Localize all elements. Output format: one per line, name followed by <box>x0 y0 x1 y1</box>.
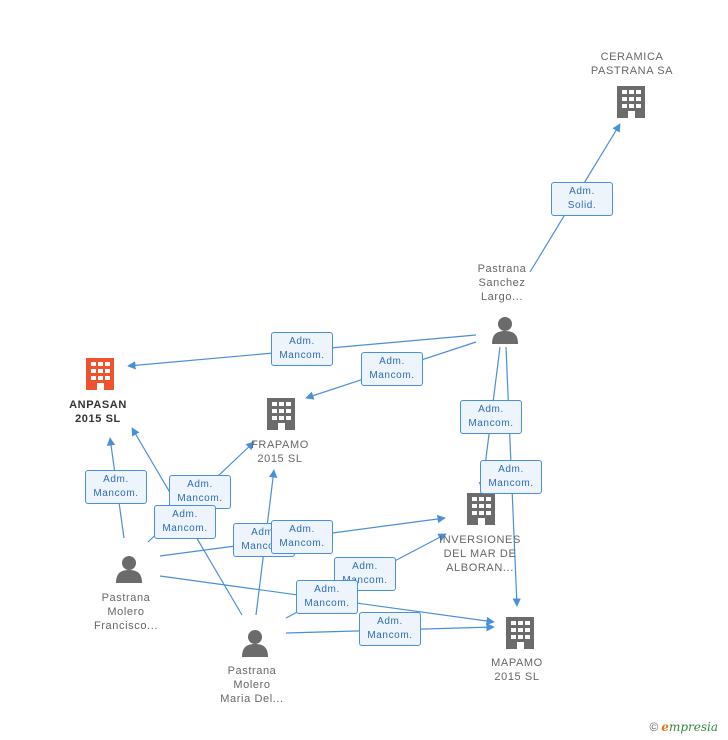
brand-name: mpresia <box>668 720 718 734</box>
node-label-line: ANPASAN <box>69 399 127 411</box>
edge-label-line: Mancom. <box>367 630 413 641</box>
node-label-line: Pastrana <box>477 263 527 275</box>
node-label-line: Maria Del... <box>220 693 284 705</box>
node-label-line: 2015 SL <box>257 453 303 465</box>
edge-label-line: Mancom. <box>241 541 287 552</box>
edge-label-line: Adm. <box>478 404 504 415</box>
pastrana-molero-maria-person-icon[interactable] <box>242 630 268 657</box>
anpasan-building-icon[interactable] <box>86 358 114 390</box>
node-label-line: Francisco... <box>93 620 159 632</box>
node-label-line: PASTRANA SA <box>590 65 674 77</box>
edge-label-line: Adm. <box>377 616 403 627</box>
edge-label-line: Adm. <box>251 527 277 538</box>
node-label-line: 2015 SL <box>75 413 121 425</box>
edge-label-line: Mancom. <box>342 575 388 586</box>
edge-label-sanchez-inversiones: Adm. Mancom. <box>460 400 522 434</box>
edge-label-line: Adm. <box>379 356 405 367</box>
pastrana-sanchez-person-icon[interactable] <box>492 317 518 344</box>
empresia-credit[interactable]: ©empresia <box>649 720 718 734</box>
edge-label-line: Mancom. <box>488 478 534 489</box>
edge-label-line: Adm. <box>289 336 315 347</box>
node-label-line: Pastrana <box>227 665 277 677</box>
edge-label-line: Mancom. <box>279 538 325 549</box>
edge-label-maria-mapamo: Adm. Mancom. <box>359 612 421 646</box>
edge-label-francisco-inversiones: Adm. Mancom. <box>271 520 333 554</box>
inversiones-building-icon[interactable] <box>467 493 495 525</box>
edge-label-line: Adm. <box>187 479 213 490</box>
edge-label-line: Mancom. <box>162 523 208 534</box>
edge-label-line: Adm. <box>289 524 315 535</box>
brand-initial: e <box>661 720 669 734</box>
edge-label-sanchez-mapamo: Adm. Mancom. <box>480 460 542 494</box>
edge-label-maria-anpasan: Adm. Mancom. <box>154 505 216 539</box>
edge-label-sanchez-ceramica: Adm. Solid. <box>551 182 613 216</box>
edge-label-line: Adm. <box>569 186 595 197</box>
node-label-ceramica[interactable]: CERAMICA PASTRANA SA <box>572 50 692 78</box>
edge-label-line: Mancom. <box>369 370 415 381</box>
edge-label-line: Mancom. <box>304 598 350 609</box>
edge-label-line: Mancom. <box>468 418 514 429</box>
node-label-pastrana-molero-maria[interactable]: Pastrana Molero Maria Del... <box>202 664 302 706</box>
mapamo-building-icon[interactable] <box>506 617 534 649</box>
node-label-line: Molero <box>107 606 145 618</box>
node-label-line: INVERSIONES <box>439 534 521 546</box>
copyright-icon: © <box>649 720 659 734</box>
node-label-inversiones[interactable]: INVERSIONES DEL MAR DE ALBORAN... <box>430 533 530 575</box>
edge-label-line: Adm. <box>498 464 524 475</box>
node-label-line: CERAMICA <box>600 51 664 63</box>
node-label-line: Largo... <box>480 291 524 303</box>
node-label-mapamo[interactable]: MAPAMO 2015 SL <box>467 656 567 684</box>
node-label-line: MAPAMO <box>491 657 543 669</box>
edge-label-sanchez-frapamo: Adm. Mancom. <box>361 352 423 386</box>
edge-label-line: Mancom. <box>177 493 223 504</box>
node-label-pastrana-sanchez[interactable]: Pastrana Sanchez Largo... <box>452 262 552 304</box>
edge-label-line: Adm. <box>172 509 198 520</box>
node-label-line: Molero <box>233 679 271 691</box>
node-label-line: DEL MAR DE <box>443 548 517 560</box>
node-label-line: Pastrana <box>101 592 151 604</box>
edge-label-line: Solid. <box>567 200 597 211</box>
node-label-line: 2015 SL <box>494 671 540 683</box>
edge-label-line: Adm. <box>103 474 129 485</box>
node-label-line: FRAPAMO <box>251 439 309 451</box>
node-label-pastrana-molero-francisco[interactable]: Pastrana Molero Francisco... <box>76 591 176 633</box>
node-label-line: ALBORAN... <box>446 562 514 574</box>
node-label-anpasan[interactable]: ANPASAN 2015 SL <box>48 398 148 426</box>
frapamo-building-icon[interactable] <box>267 398 295 430</box>
edge-label-francisco-anpasan: Adm. Mancom. <box>85 470 147 504</box>
ceramica-building-icon[interactable] <box>617 86 645 118</box>
node-label-line: Sanchez <box>478 277 526 289</box>
edge-label-line: Adm. <box>352 561 378 572</box>
edge-label-line: Mancom. <box>279 350 325 361</box>
edge-label-francisco-frapamo: Adm. Mancom. <box>169 475 231 509</box>
pastrana-molero-francisco-person-icon[interactable] <box>116 556 142 583</box>
edge-label-sanchez-anpasan: Adm. Mancom. <box>271 332 333 366</box>
edge-label-line: Adm. <box>314 584 340 595</box>
edge-label-line: Mancom. <box>93 488 139 499</box>
node-label-frapamo[interactable]: FRAPAMO 2015 SL <box>230 438 330 466</box>
edge-label-francisco-mapamo: Adm. Mancom. <box>296 580 358 614</box>
